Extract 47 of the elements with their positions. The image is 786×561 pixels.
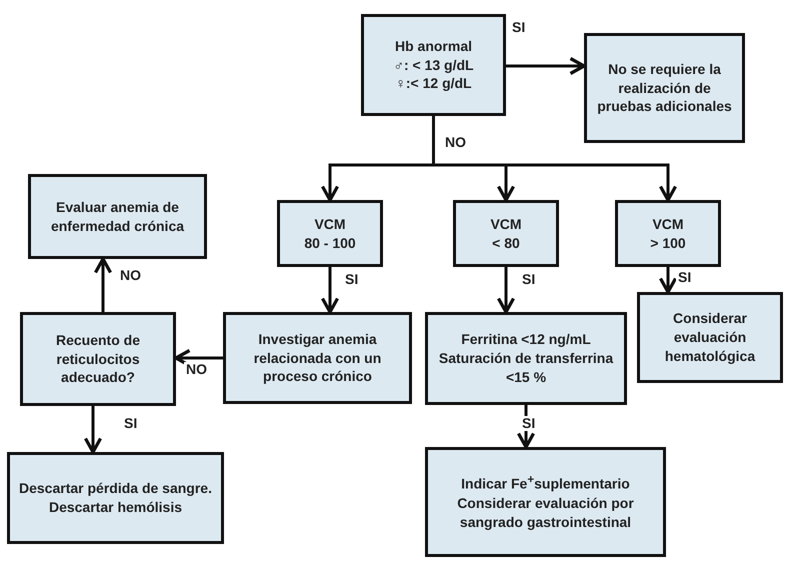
process-box	[425, 447, 666, 557]
node-text: ♂: < 13 g/dL	[393, 56, 474, 74]
node-text: VCM	[652, 214, 684, 234]
node-text: 80 - 100	[304, 234, 356, 252]
process-box	[637, 292, 783, 383]
node-text: Evaluar anemia de enfermedad crónica	[50, 198, 186, 236]
node-text: No se requiere la realización de pruebas adicionales	[596, 60, 733, 116]
edge-label: SI	[676, 270, 694, 286]
node-text: Recuento de reticulocitos adecuado?	[54, 330, 141, 388]
decision-box	[615, 200, 721, 267]
node-text: > 100	[650, 234, 686, 252]
edge-label: NO	[118, 268, 143, 284]
edge-label: SI	[520, 416, 538, 432]
edge-label: NO	[184, 362, 209, 378]
node-text: Indicar Fe$^{+}$suplementario	[461, 472, 630, 494]
arrow	[94, 257, 112, 312]
process-box	[28, 174, 207, 259]
edge-label: SI	[343, 272, 360, 288]
node-text: Descartar pérdida de sangre.	[19, 479, 212, 498]
decision-box	[425, 312, 627, 405]
node-text: VCM	[314, 214, 346, 234]
arrow	[84, 406, 102, 454]
edge-label: NO	[443, 135, 468, 150]
process-box	[584, 33, 745, 143]
decision-box	[453, 200, 559, 267]
edge-label: SI	[122, 416, 140, 432]
process-box	[223, 312, 412, 404]
decision-box	[361, 14, 506, 116]
node-text: Saturación de transferrina <15 %	[438, 349, 614, 387]
node-text: VCM	[490, 214, 522, 234]
decision-box	[277, 200, 383, 267]
node-text: Descartar hemólisis	[48, 498, 182, 517]
arrow	[658, 267, 678, 294]
node-text: Considerar evaluación hematológica	[664, 309, 756, 366]
arrow	[506, 56, 586, 76]
node-text: Ferritina <12 ng/mL	[461, 330, 591, 350]
arrow	[496, 267, 516, 314]
node-text: Considerar evaluación por sangrado gastrointestinal	[456, 494, 635, 532]
edge-label: SI	[520, 272, 538, 288]
node-text: ♀:< 12 g/dL	[395, 74, 472, 94]
node-text: Hb anormal	[394, 36, 472, 56]
arrow	[320, 267, 340, 314]
edge-label: SI	[510, 20, 528, 36]
node-text: < 80	[492, 234, 520, 252]
process-box	[7, 452, 224, 544]
decision-box	[20, 312, 176, 406]
node-text: Investigar anemia relacionada con un proceso crónico	[252, 330, 382, 386]
